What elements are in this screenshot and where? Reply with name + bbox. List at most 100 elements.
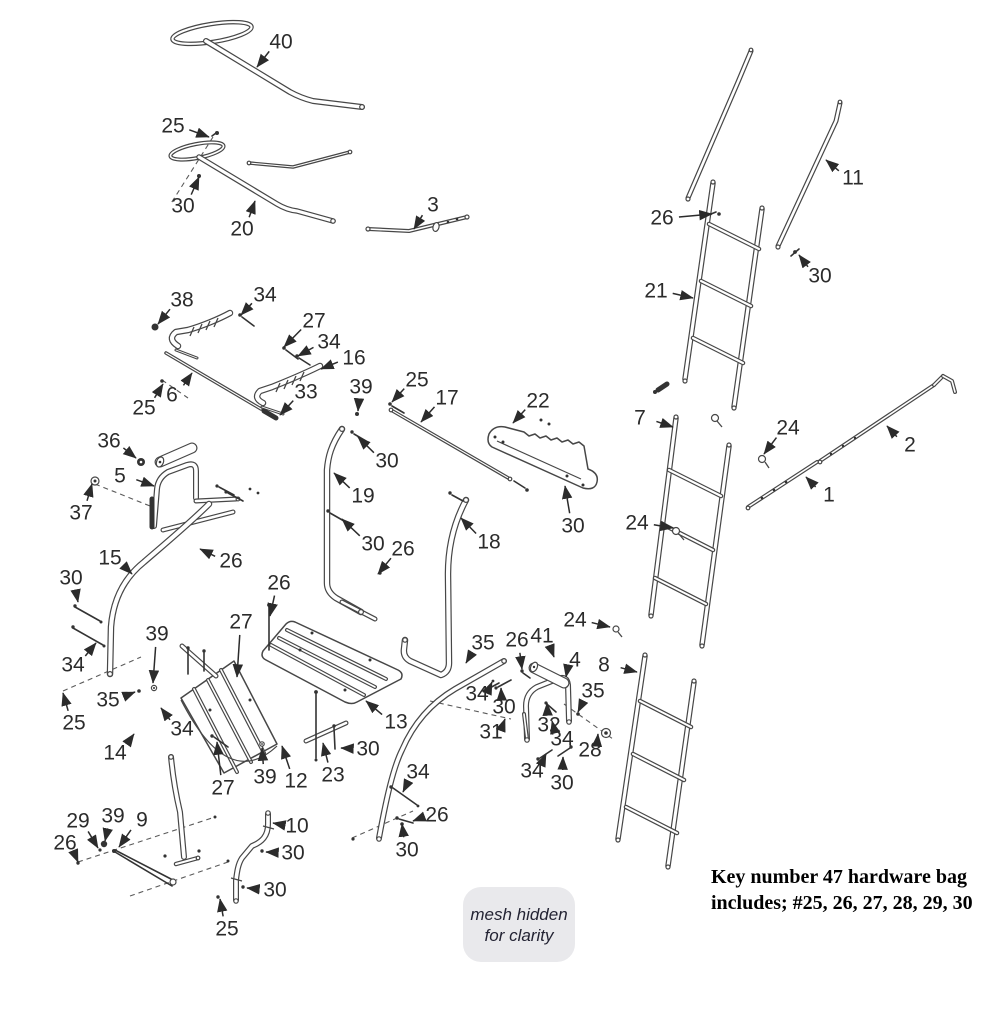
part-number-34: 34 bbox=[61, 654, 85, 677]
leader-arrow-35 bbox=[121, 691, 136, 702]
leader-arrow-35 bbox=[465, 649, 478, 664]
leader-arrow-14 bbox=[122, 733, 135, 748]
leader-arrow-6 bbox=[180, 372, 193, 387]
part-number-37: 37 bbox=[69, 502, 92, 525]
part-number-30: 30 bbox=[171, 195, 194, 218]
leader-arrow-34 bbox=[83, 642, 97, 657]
leader-arrow-39 bbox=[148, 646, 160, 684]
leader-arrow-35 bbox=[577, 698, 589, 713]
leader-arrow-26 bbox=[678, 209, 713, 221]
part-number-24: 24 bbox=[563, 609, 587, 632]
leader-arrow-30 bbox=[70, 588, 81, 603]
part-number-13: 13 bbox=[384, 711, 407, 734]
part-number-30: 30 bbox=[808, 265, 831, 288]
part-number-30: 30 bbox=[492, 696, 515, 719]
part-number-25: 25 bbox=[62, 712, 85, 735]
leader-arrow-18 bbox=[460, 517, 477, 535]
part-number-41: 41 bbox=[530, 625, 553, 648]
leader-arrow-24 bbox=[763, 437, 778, 455]
leader-arrow-34 bbox=[550, 720, 561, 735]
part-number-30: 30 bbox=[361, 533, 384, 556]
leader-arrow-24 bbox=[653, 520, 674, 532]
part-number-35: 35 bbox=[581, 680, 604, 703]
mesh-note-line1: mesh hidden bbox=[470, 904, 568, 924]
part-number-34: 34 bbox=[550, 728, 574, 751]
part-number-15: 15 bbox=[98, 547, 121, 570]
part-number-21: 21 bbox=[644, 280, 667, 303]
leader-arrow-19 bbox=[333, 472, 351, 489]
part-number-1: 1 bbox=[823, 484, 835, 507]
part-number-34: 34 bbox=[465, 683, 489, 706]
leader-arrow-10 bbox=[272, 820, 287, 831]
leader-arrow-30 bbox=[798, 254, 811, 269]
alignment-dashes bbox=[62, 136, 614, 897]
part-number-34: 34 bbox=[406, 761, 430, 784]
leader-arrow-30 bbox=[561, 485, 573, 514]
leader-arrow-27 bbox=[213, 741, 224, 776]
leader-arrow-26 bbox=[377, 557, 392, 575]
part-number-26: 26 bbox=[391, 538, 414, 561]
part-number-28: 28 bbox=[578, 739, 601, 762]
part-number-34: 34 bbox=[253, 284, 277, 307]
leader-arrow-3 bbox=[413, 214, 426, 230]
part-number-38: 38 bbox=[170, 289, 193, 312]
leader-arrow-25 bbox=[391, 388, 405, 403]
part-number-5: 5 bbox=[114, 465, 126, 488]
leader-arrow-26 bbox=[267, 595, 278, 617]
part-number-16: 16 bbox=[342, 347, 365, 370]
part-number-27: 27 bbox=[229, 611, 252, 634]
parts-artwork bbox=[106, 19, 957, 903]
part-number-24: 24 bbox=[625, 512, 649, 535]
leader-arrow-4 bbox=[563, 663, 574, 678]
part-number-2: 2 bbox=[904, 434, 916, 457]
leader-arrow-34 bbox=[535, 753, 547, 768]
leader-arrow-36 bbox=[122, 445, 137, 459]
part-number-29: 29 bbox=[66, 810, 89, 833]
leader-arrow-41 bbox=[544, 643, 555, 658]
part-number-40: 40 bbox=[269, 31, 292, 54]
part-number-12: 12 bbox=[284, 770, 307, 793]
leader-arrow-39 bbox=[257, 747, 269, 765]
part-number-30: 30 bbox=[375, 450, 398, 473]
part-number-30: 30 bbox=[395, 839, 418, 862]
part-number-23: 23 bbox=[321, 764, 344, 787]
hardware-bag-note-line2: includes; #25, 26, 27, 28, 29, 30 bbox=[711, 892, 973, 914]
leader-arrow-31 bbox=[495, 718, 506, 733]
leader-arrow-26 bbox=[199, 548, 216, 560]
part-number-27: 27 bbox=[302, 310, 325, 333]
leader-arrow-39 bbox=[353, 397, 365, 412]
leader-arrow-37 bbox=[83, 483, 94, 502]
leader-arrow-34 bbox=[482, 681, 493, 696]
part-number-39: 39 bbox=[145, 623, 168, 646]
part-number-22: 22 bbox=[526, 390, 549, 413]
leader-arrow-26 bbox=[68, 848, 79, 863]
leader-arrow-27 bbox=[283, 328, 302, 348]
part-number-3: 3 bbox=[427, 194, 439, 217]
leader-arrow-30 bbox=[341, 518, 361, 537]
part-number-26: 26 bbox=[650, 207, 673, 230]
part-number-11: 11 bbox=[842, 167, 864, 190]
leader-arrow-30 bbox=[265, 847, 280, 858]
part-number-34: 34 bbox=[317, 331, 341, 354]
leader-arrow-8 bbox=[620, 663, 638, 674]
leader-arrow-29 bbox=[86, 831, 99, 849]
part-number-30: 30 bbox=[561, 515, 584, 538]
part-number-31: 31 bbox=[479, 721, 502, 744]
part-number-26: 26 bbox=[505, 629, 528, 652]
leader-arrow-25 bbox=[217, 898, 228, 917]
hardware-bag-note-line1: Key number 47 hardware bag bbox=[711, 866, 967, 888]
part-number-30: 30 bbox=[59, 567, 82, 590]
leader-arrow-25 bbox=[61, 692, 72, 712]
part-number-20: 20 bbox=[230, 218, 253, 241]
leader-arrow-12 bbox=[281, 745, 292, 770]
part-number-19: 19 bbox=[351, 485, 374, 508]
leader-arrow-33 bbox=[279, 400, 294, 416]
leader-arrow-25 bbox=[189, 127, 210, 138]
leader-arrow-24 bbox=[591, 618, 611, 630]
part-number-25: 25 bbox=[405, 369, 428, 392]
part-number-25: 25 bbox=[161, 115, 184, 138]
part-number-8: 8 bbox=[598, 654, 610, 677]
part-number-34: 34 bbox=[520, 760, 544, 783]
part-number-25: 25 bbox=[132, 397, 155, 420]
